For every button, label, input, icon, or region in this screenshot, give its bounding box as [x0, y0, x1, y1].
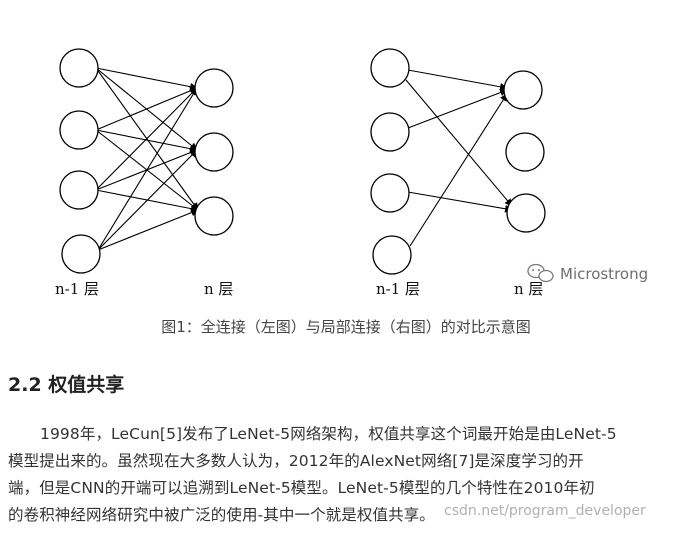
left-output-node	[194, 196, 234, 236]
left-output-nodes	[194, 68, 234, 236]
paragraph-line: 模型提出来的。虽然现在大多数人认为，2012年的AlexNet网络[7]是深度学…	[8, 452, 584, 470]
section-heading: 2.2 权值共享	[8, 374, 125, 396]
left-input-node	[59, 48, 99, 88]
right-output-nodes	[503, 70, 546, 233]
chat-bubbles-icon	[527, 263, 554, 283]
left-output-node	[194, 68, 234, 108]
left-prev-layer-label: n-1 层	[55, 280, 99, 298]
right-input-nodes	[370, 48, 412, 275]
full-connection-diagram: n-1 层 n 层	[55, 48, 234, 298]
right-next-layer-label: n 层	[514, 280, 543, 298]
source-watermark: csdn.net/program_developer	[444, 503, 646, 519]
left-output-node	[194, 132, 234, 172]
left-input-nodes	[59, 48, 101, 274]
paragraph-line: 1998年，LeCun[5]发布了LeNet-5网络架构，权值共享这个词最开始是…	[40, 425, 617, 443]
local-connection-diagram: n-1 层 n 层	[370, 48, 546, 298]
watermark-text: Microstrong	[560, 265, 648, 283]
right-input-node	[372, 235, 412, 275]
section-paragraph: 1998年，LeCun[5]发布了LeNet-5网络架构，权值共享这个词最开始是…	[8, 421, 692, 529]
left-connections	[95, 67, 199, 251]
right-input-node	[370, 173, 410, 213]
network-comparison-figure: n-1 层 n 层 n-1 层 n 层 Microstrong	[55, 48, 648, 298]
left-next-layer-label: n 层	[204, 280, 233, 298]
figure-caption: 图1：全连接（左图）与局部连接（右图）的对比示意图	[161, 318, 531, 336]
right-input-node	[370, 48, 410, 88]
right-connections	[405, 69, 513, 247]
right-output-node	[506, 193, 546, 233]
right-prev-layer-label: n-1 层	[376, 280, 420, 298]
left-input-node	[59, 170, 99, 210]
paragraph-line: 端，但是CNN的开端可以追溯到LeNet-5模型。LeNet-5模型的几个特性在…	[8, 479, 595, 497]
right-output-node	[505, 132, 545, 172]
right-input-node	[370, 112, 410, 152]
left-input-node	[61, 234, 101, 274]
left-input-node	[59, 110, 99, 150]
paragraph-line: 的卷积神经网络研究中被广泛的使用-其中一个就是权值共享。	[8, 506, 435, 524]
right-output-node	[503, 70, 543, 110]
